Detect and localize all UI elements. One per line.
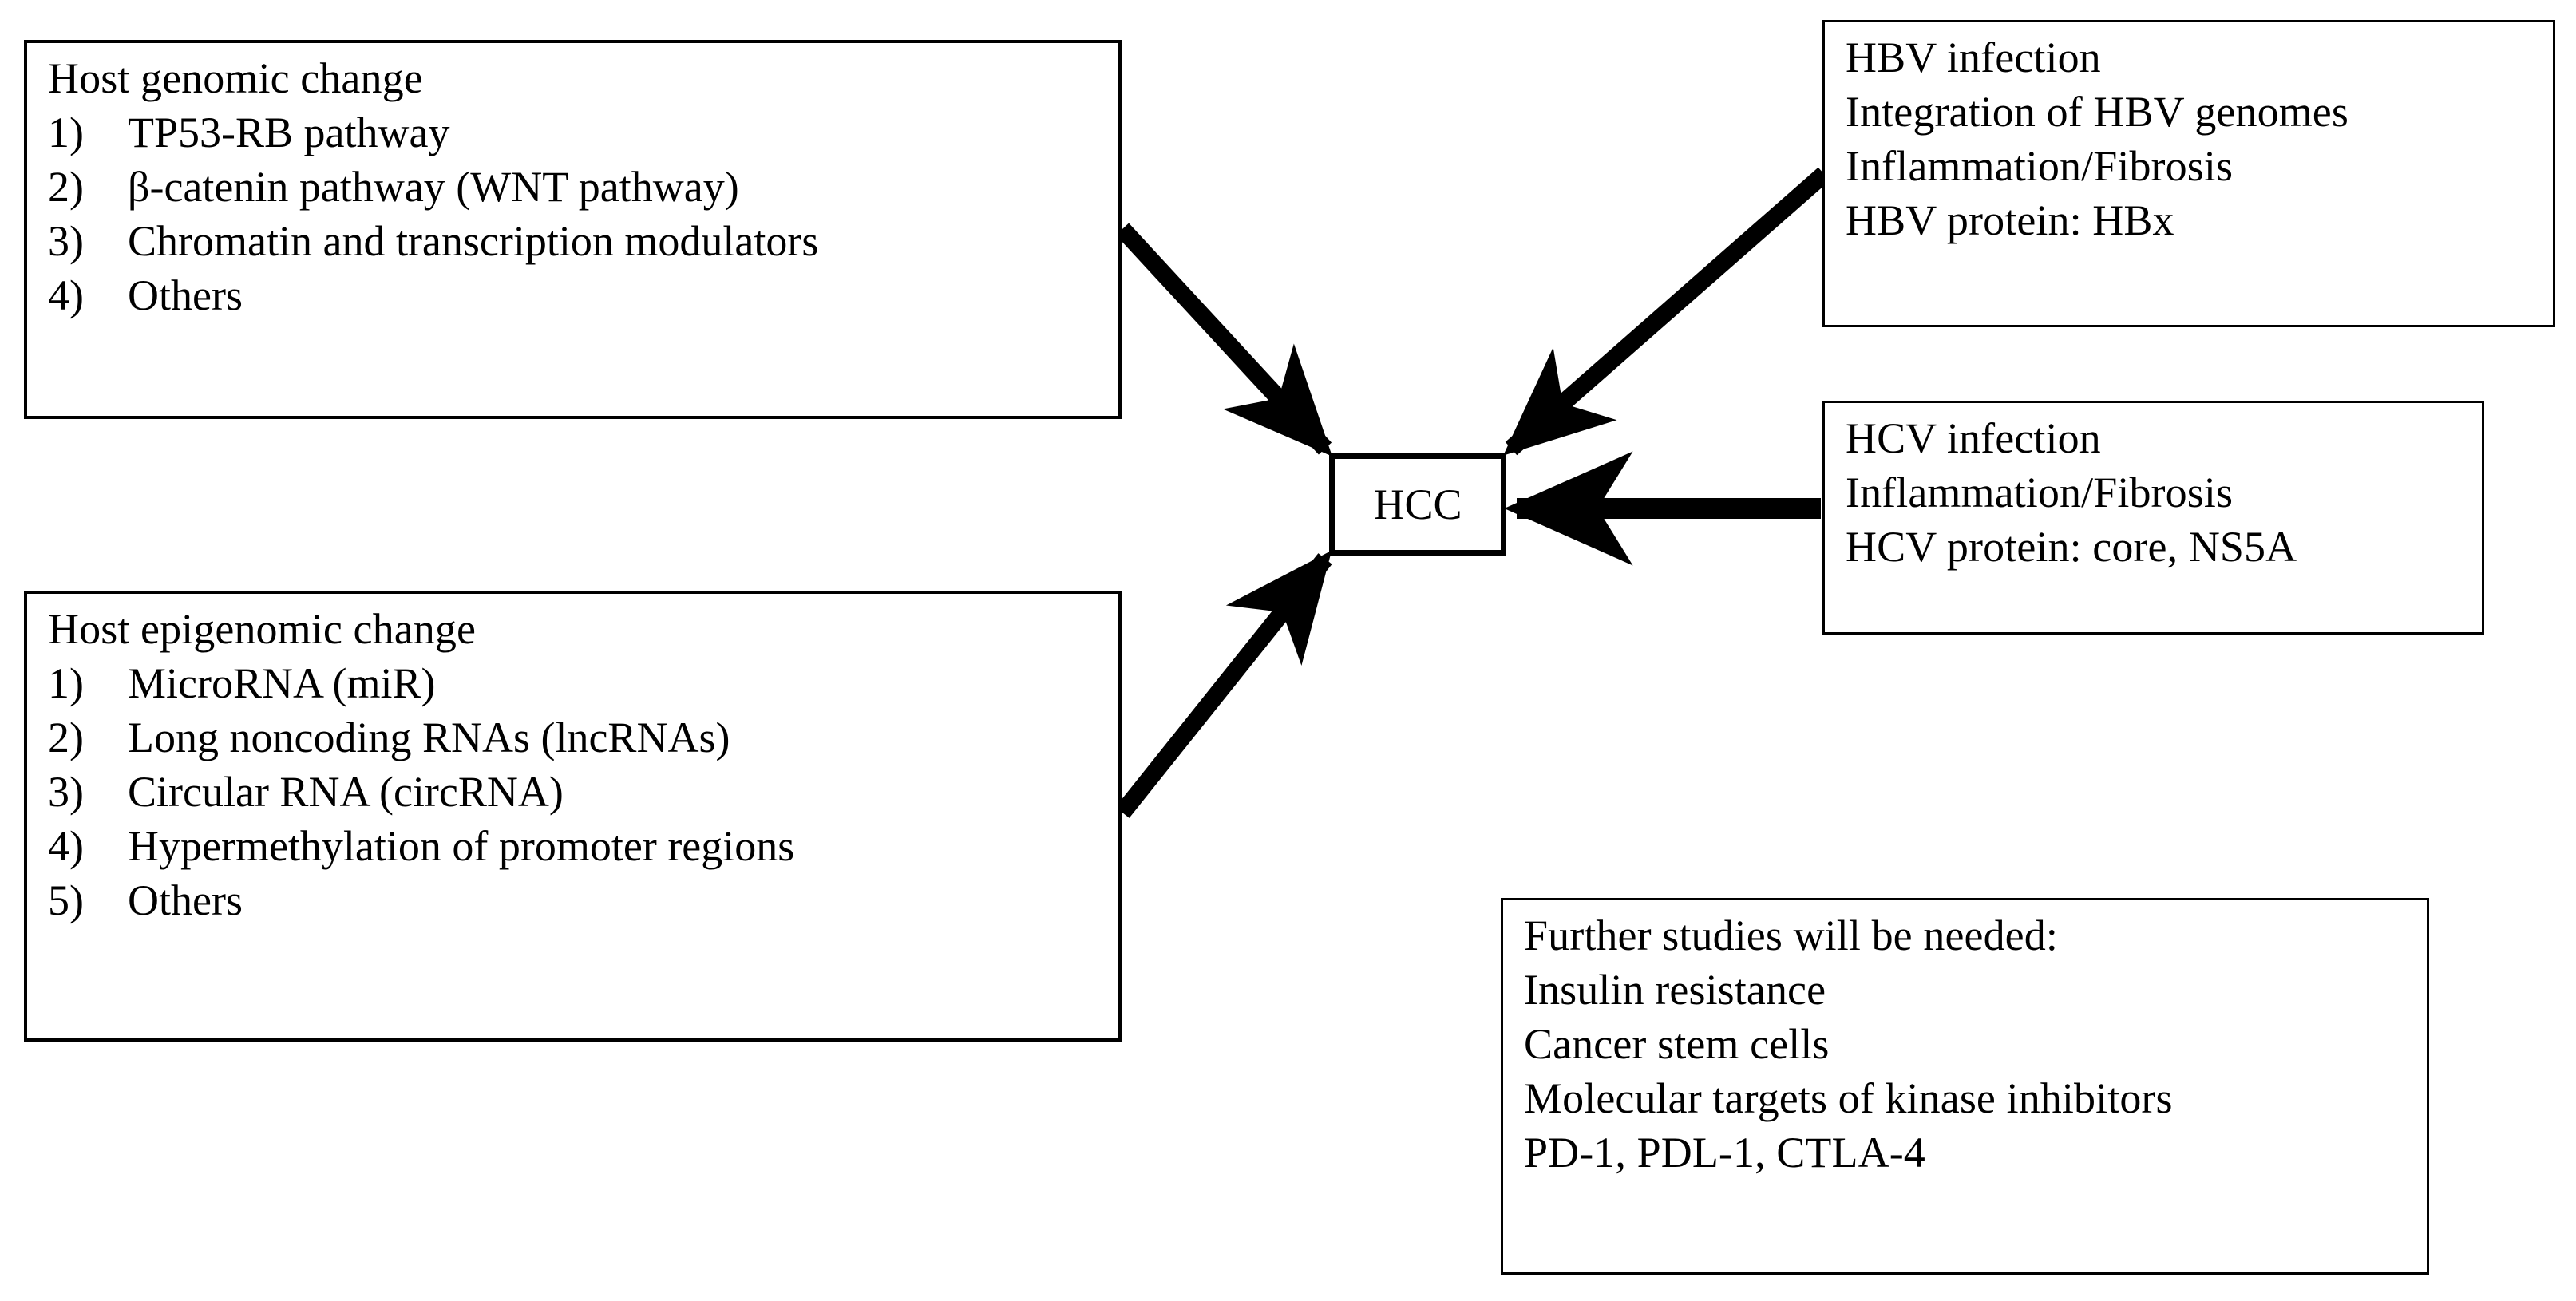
box-hcv-factors: HCV infection Inflammation/Fibrosis HCV … <box>1822 401 2484 635</box>
hcv-line: HCV protein: core, NS5A <box>1846 523 2297 571</box>
list-item: 1) MicroRNA (miR) <box>48 656 1102 710</box>
list-text: Hypermethylation of promoter regions <box>128 822 795 871</box>
list-item: 3) Chromatin and transcription modulator… <box>48 214 1102 268</box>
list-text: β-catenin pathway (WNT pathway) <box>128 163 739 212</box>
hbv-line: HBV protein: HBx <box>1846 196 2174 245</box>
list-marker: 5) <box>48 876 84 925</box>
box-host-genomic-change: Host genomic change 1) TP53-RB pathway 2… <box>24 40 1122 419</box>
list-marker: 1) <box>48 659 84 708</box>
list-marker: 2) <box>48 163 84 212</box>
list-marker: 4) <box>48 271 84 320</box>
list-text: TP53-RB pathway <box>128 109 450 157</box>
further-line: Cancer stem cells <box>1524 1020 1830 1069</box>
list-text: Circular RNA (circRNA) <box>128 768 564 817</box>
hbv-line: Inflammation/Fibrosis <box>1846 142 2234 191</box>
box-hbv-factors: HBV infection Integration of HBV genomes… <box>1822 20 2555 327</box>
further-line: PD-1, PDL-1, CTLA-4 <box>1524 1129 1925 1177</box>
list-text: MicroRNA (miR) <box>128 659 436 708</box>
list-marker: 1) <box>48 109 84 157</box>
list-item: 3) Circular RNA (circRNA) <box>48 765 1102 819</box>
arrow-hbv-to-hcc <box>1503 167 1830 456</box>
list-item: 2) Long noncoding RNAs (lncRNAs) <box>48 710 1102 765</box>
list-text: Long noncoding RNAs (lncRNAs) <box>128 714 730 762</box>
further-line: Molecular targets of kinase inhibitors <box>1524 1074 2173 1123</box>
list-marker: 2) <box>48 714 84 762</box>
list-marker: 3) <box>48 217 84 266</box>
hbv-line: HBV infection <box>1846 34 2101 81</box>
further-line: Insulin resistance <box>1524 966 1826 1014</box>
further-line: Further studies will be needed: <box>1524 911 2058 959</box>
list-marker: 4) <box>48 822 84 871</box>
arrow-genomic-to-hcc <box>1115 223 1332 457</box>
arrow-epigenomic-to-hcc <box>1115 550 1332 818</box>
list-item: 4) Hypermethylation of promoter regions <box>48 819 1102 873</box>
box-further-studies: Further studies will be needed: Insulin … <box>1501 898 2429 1275</box>
hbv-line: Integration of HBV genomes <box>1846 88 2348 136</box>
box-genomic-heading: Host genomic change <box>48 54 423 102</box>
hcv-line: Inflammation/Fibrosis <box>1846 469 2234 517</box>
list-text: Others <box>128 271 243 320</box>
list-text: Chromatin and transcription modulators <box>128 217 819 266</box>
list-item: 5) Others <box>48 873 1102 927</box>
list-item: 1) TP53-RB pathway <box>48 105 1102 160</box>
node-hcc: HCC <box>1329 453 1506 556</box>
hcv-line: HCV infection <box>1846 414 2101 462</box>
list-marker: 3) <box>48 768 84 817</box>
node-hcc-label: HCC <box>1373 480 1462 528</box>
list-item: 2) β-catenin pathway (WNT pathway) <box>48 160 1102 214</box>
box-host-epigenomic-change: Host epigenomic change 1) MicroRNA (miR)… <box>24 591 1122 1042</box>
list-item: 4) Others <box>48 268 1102 322</box>
list-text: Others <box>128 876 243 925</box>
box-epigenomic-heading: Host epigenomic change <box>48 605 477 653</box>
